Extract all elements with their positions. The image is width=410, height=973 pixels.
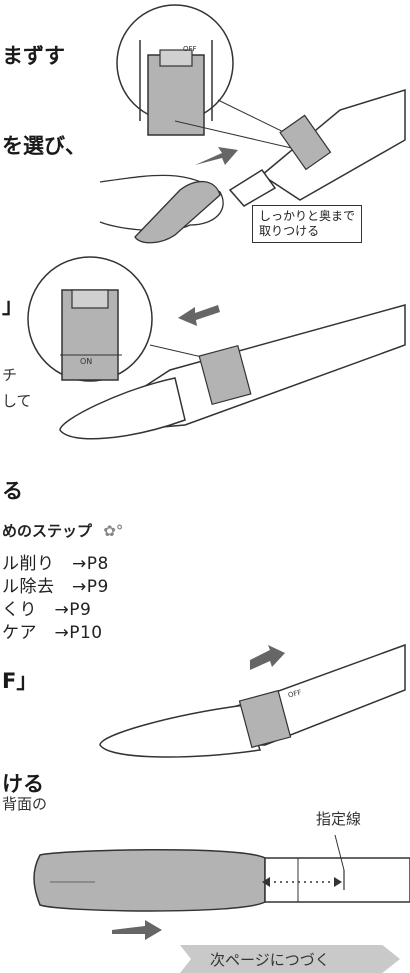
- steps-title: めのステップ ✿°: [2, 520, 123, 541]
- step-item: くり →P9: [2, 600, 92, 620]
- attach-illustration: [99, 4, 406, 244]
- sparkle-icon: ✿°: [103, 522, 124, 540]
- step-item: ル除去 →P9: [2, 577, 109, 597]
- callout-attach-firmly: しっかりと奥まで 取りつける: [252, 205, 363, 243]
- steps-title-text: めのステップ: [2, 522, 93, 540]
- body-fragment-1: チ: [2, 366, 18, 384]
- callout-line-1: しっかりと奥まで: [259, 209, 356, 223]
- heading-fragment-4: る: [2, 479, 23, 503]
- next-page-tab: [180, 945, 400, 973]
- heading-fragment-3: 」: [2, 294, 23, 318]
- heading-fragment-6: ける: [2, 772, 44, 796]
- on-label: ON: [80, 357, 93, 366]
- off-label-top: OFF: [183, 45, 197, 53]
- step-item: ケア →P10: [2, 623, 103, 643]
- heading-fragment-1: まずす: [2, 44, 65, 68]
- step-item: ル削り →P8: [2, 554, 109, 574]
- body-fragment-3: 背面の: [2, 795, 48, 813]
- switch-off-illustration: [99, 643, 406, 758]
- body-fragment-2: して: [2, 392, 32, 410]
- cap-alignment-illustration: [33, 834, 410, 940]
- callout-line-2: 取りつける: [259, 224, 320, 238]
- heading-fragment-5: F」: [2, 669, 38, 693]
- next-page-label: 次ページにつづく: [210, 951, 330, 969]
- heading-fragment-2: を選び、: [2, 134, 86, 158]
- switch-on-illustration: [27, 256, 406, 440]
- guide-line-label: 指定線: [316, 810, 362, 828]
